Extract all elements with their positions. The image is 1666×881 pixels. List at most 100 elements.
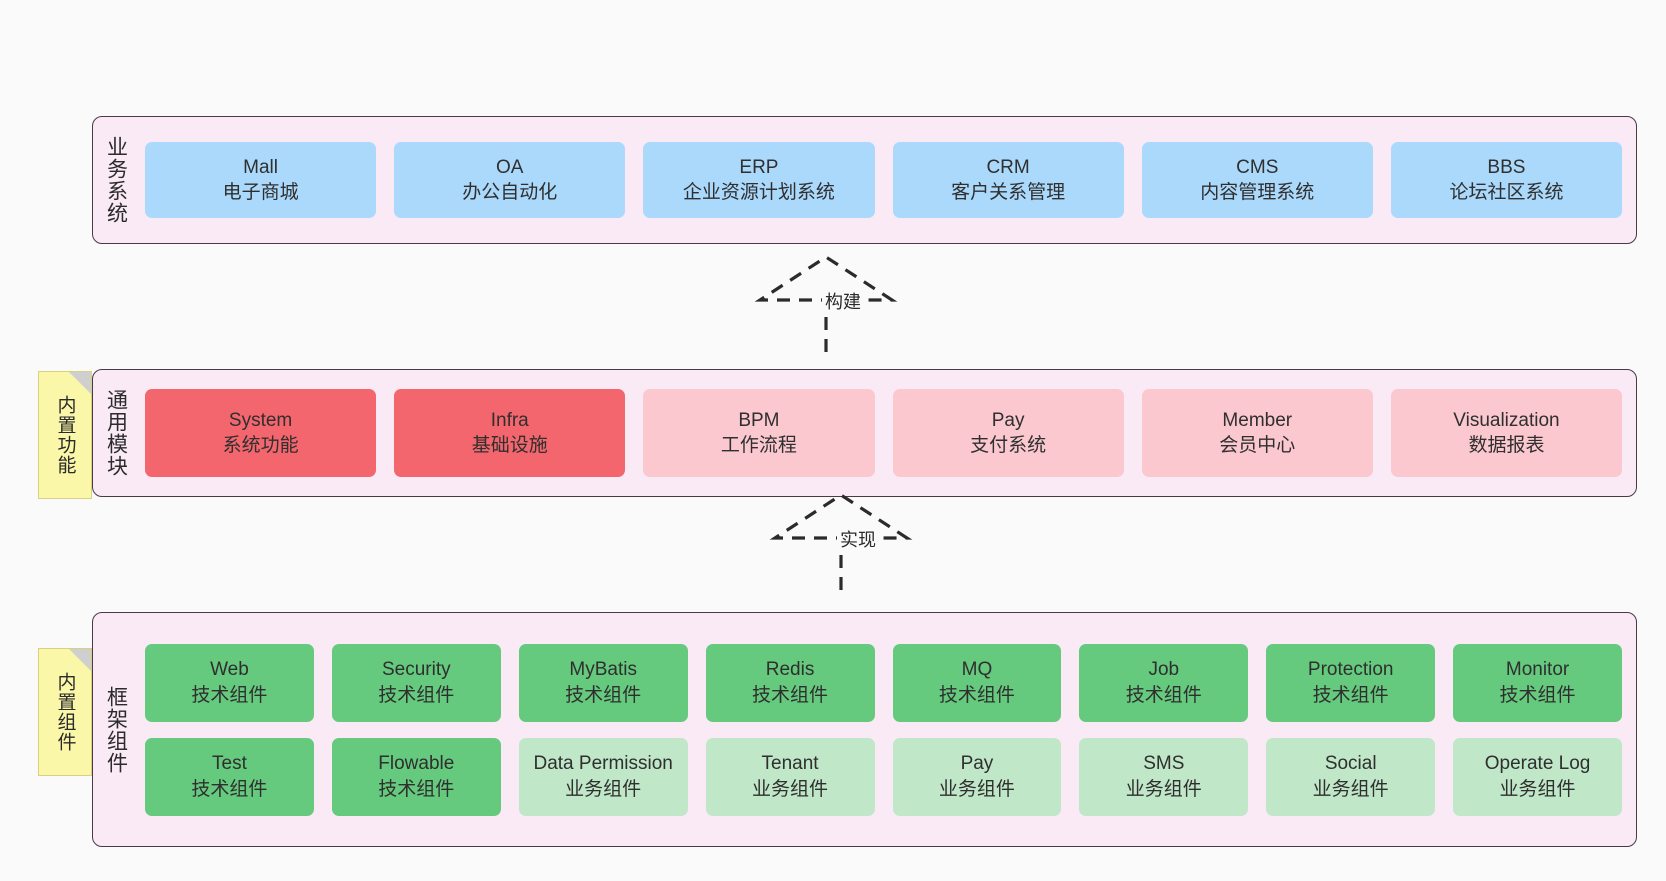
card-oa[interactable]: OA 办公自动化 [394, 142, 626, 218]
card-title-cn: 业务组件 [752, 778, 829, 800]
card-title-en: ERP [739, 156, 779, 178]
card-security[interactable]: Security 技术组件 [331, 643, 501, 722]
card-title-cn: 企业资源计划系统 [682, 182, 835, 203]
card-title-en: Redis [765, 659, 815, 681]
connector-implement: 实现 [763, 490, 943, 600]
note-fold-corner-icon [69, 649, 91, 671]
card-title-en: Member [1222, 409, 1293, 431]
card-title-en: Data Permission [533, 753, 673, 775]
note-builtin-components: 内置组件 [38, 648, 92, 776]
card-pay[interactable]: Pay 支付系统 [892, 389, 1124, 477]
note-label: 内置组件 [54, 672, 76, 752]
layer-title-common: 通用模块 [104, 389, 128, 477]
card-monitor[interactable]: Monitor 技术组件 [1453, 643, 1622, 722]
layer-framework-components[interactable]: 框架组件 Web 技术组件 Security 技术组件 MyBatis 技术组件… [92, 612, 1637, 847]
card-title-cn: 技术组件 [565, 684, 642, 706]
card-title-cn: 客户关系管理 [951, 182, 1066, 203]
card-title-en: Test [212, 753, 247, 775]
card-title-cn: 业务组件 [565, 778, 642, 800]
card-title-en: Operate Log [1484, 753, 1591, 775]
card-tenant[interactable]: Tenant 业务组件 [705, 737, 875, 816]
card-cms[interactable]: CMS 内容管理系统 [1141, 142, 1373, 218]
card-title-cn: 技术组件 [378, 778, 455, 800]
note-fold-corner-icon [69, 372, 91, 394]
card-title-en: Monitor [1505, 659, 1570, 681]
card-mall[interactable]: Mall 电子商城 [145, 142, 377, 218]
card-pay-component[interactable]: Pay 业务组件 [892, 737, 1062, 816]
card-title-cn: 电子商城 [222, 182, 299, 203]
card-title-en: Pay [960, 753, 994, 775]
card-title-en: Social [1324, 753, 1377, 775]
card-title-cn: 技术组件 [378, 684, 455, 706]
connector-implement-label: 实现 [837, 526, 879, 552]
card-title-cn: 技术组件 [1499, 684, 1576, 706]
card-title-cn: 论坛社区系统 [1449, 182, 1564, 203]
card-visualization[interactable]: Visualization 数据报表 [1390, 389, 1623, 477]
note-builtin-features: 内置功能 [38, 371, 92, 499]
card-title-en: Job [1148, 659, 1180, 681]
connector-build-arrow [754, 255, 898, 352]
card-system[interactable]: System 系统功能 [145, 389, 377, 477]
card-title-en: CMS [1236, 156, 1279, 178]
card-title-cn: 数据报表 [1468, 435, 1545, 456]
card-title-en: Visualization [1453, 409, 1560, 431]
card-job[interactable]: Job 技术组件 [1079, 643, 1249, 722]
layer-body-framework: Web 技术组件 Security 技术组件 MyBatis 技术组件 Redi… [139, 613, 1636, 846]
card-title-cn: 支付系统 [970, 435, 1047, 456]
card-title-en: OA [496, 156, 524, 178]
card-flowable[interactable]: Flowable 技术组件 [331, 737, 501, 816]
card-title-en: Flowable [378, 753, 455, 775]
note-label: 内置功能 [54, 395, 76, 475]
card-title-cn: 内容管理系统 [1200, 182, 1315, 203]
layer-common-modules[interactable]: 通用模块 System 系统功能 Infra 基础设施 BPM 工作流程 Pay… [92, 369, 1637, 497]
card-redis[interactable]: Redis 技术组件 [705, 643, 875, 722]
layer-body-common: System 系统功能 Infra 基础设施 BPM 工作流程 Pay 支付系统… [139, 370, 1636, 496]
card-test[interactable]: Test 技术组件 [145, 737, 314, 816]
card-title-cn: 技术组件 [1125, 684, 1202, 706]
card-title-en: Web [210, 659, 249, 681]
layer-title-framework: 框架组件 [104, 685, 128, 774]
card-operate-log[interactable]: Operate Log 业务组件 [1453, 737, 1622, 816]
layer-business-systems[interactable]: 业务系统 Mall 电子商城 OA 办公自动化 ERP 企业资源计划系统 CRM… [92, 116, 1637, 244]
card-web[interactable]: Web 技术组件 [145, 643, 314, 722]
card-title-cn: 技术组件 [1312, 684, 1389, 706]
card-title-cn: 业务组件 [938, 778, 1015, 800]
card-protection[interactable]: Protection 技术组件 [1266, 643, 1436, 722]
connector-implement-arrow [769, 493, 913, 590]
card-erp[interactable]: ERP 企业资源计划系统 [643, 142, 875, 218]
card-title-cn: 会员中心 [1219, 435, 1296, 456]
card-mybatis[interactable]: MyBatis 技术组件 [518, 643, 688, 722]
card-title-en: Tenant [761, 753, 819, 775]
card-title-en: System [228, 409, 293, 431]
card-title-en: Pay [991, 409, 1025, 431]
card-title-cn: 技术组件 [191, 684, 268, 706]
card-title-en: Security [381, 659, 451, 681]
card-row: Mall 电子商城 OA 办公自动化 ERP 企业资源计划系统 CRM 客户关系… [145, 142, 1623, 218]
card-mq[interactable]: MQ 技术组件 [892, 643, 1062, 722]
card-data-permission[interactable]: Data Permission 业务组件 [518, 737, 688, 816]
card-title-en: BBS [1487, 156, 1526, 178]
card-title-en: Mall [243, 156, 278, 178]
connector-build-label: 构建 [822, 288, 864, 314]
card-title-cn: 业务组件 [1499, 778, 1576, 800]
layer-title-business: 业务系统 [104, 136, 128, 224]
card-title-en: BPM [738, 409, 780, 431]
card-title-en: Protection [1307, 659, 1394, 681]
card-row: Web 技术组件 Security 技术组件 MyBatis 技术组件 Redi… [145, 643, 1622, 722]
card-title-en: MyBatis [569, 659, 637, 681]
card-title-en: Infra [490, 409, 529, 431]
card-bbs[interactable]: BBS 论坛社区系统 [1390, 142, 1623, 218]
card-row: System 系统功能 Infra 基础设施 BPM 工作流程 Pay 支付系统… [145, 389, 1623, 477]
card-member[interactable]: Member 会员中心 [1141, 389, 1373, 477]
layer-body-business: Mall 电子商城 OA 办公自动化 ERP 企业资源计划系统 CRM 客户关系… [139, 117, 1636, 243]
card-title-cn: 基础设施 [471, 435, 548, 456]
card-sms[interactable]: SMS 业务组件 [1079, 737, 1249, 816]
card-infra[interactable]: Infra 基础设施 [394, 389, 626, 477]
card-title-cn: 办公自动化 [462, 182, 558, 203]
card-social[interactable]: Social 业务组件 [1266, 737, 1436, 816]
card-title-en: MQ [961, 659, 993, 681]
card-bpm[interactable]: BPM 工作流程 [643, 389, 875, 477]
card-title-cn: 业务组件 [1312, 778, 1389, 800]
card-crm[interactable]: CRM 客户关系管理 [892, 142, 1124, 218]
